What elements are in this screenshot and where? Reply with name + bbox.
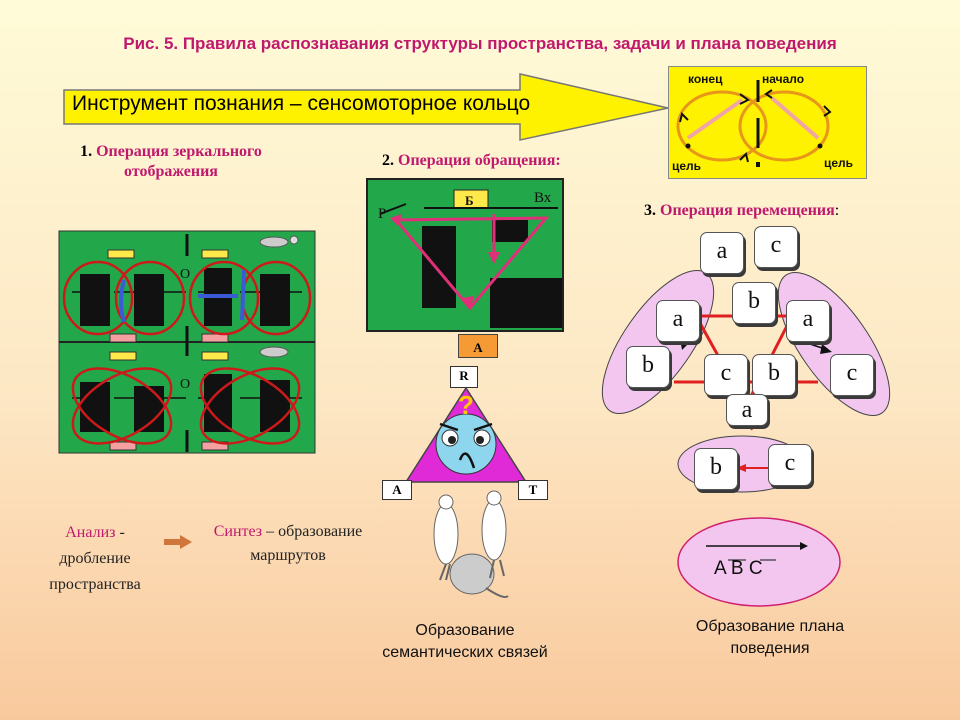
rats-illustration xyxy=(433,490,509,598)
ring-goal-right-label: цель xyxy=(824,156,853,170)
label-b: Б xyxy=(465,193,474,208)
card-c-right: c xyxy=(830,354,874,396)
ring-start-label: начало xyxy=(762,72,804,86)
figure-title: Рис. 5. Правила распознавания структуры … xyxy=(123,34,837,53)
abc-text: A B C xyxy=(714,558,763,579)
card-b-bottom: b xyxy=(694,448,738,490)
label-r-box: R xyxy=(450,366,478,388)
ring-end-label: конец xyxy=(688,72,723,86)
mirror-mapping-diagram: О О xyxy=(58,230,316,454)
op1-heading: 1. Операция зеркального отображения xyxy=(80,143,262,180)
card-b-center: b xyxy=(732,282,776,324)
card-a-bottom: a xyxy=(726,394,768,426)
card-a-right: a xyxy=(786,300,830,342)
synthesis-text: Синтез – образование маршрутов xyxy=(213,523,363,564)
right-ring xyxy=(738,90,830,162)
sensorimotor-ring-diagram: конец начало цель цель xyxy=(668,66,867,179)
abc-oval: A B C xyxy=(677,517,841,607)
card-b-mid: b xyxy=(752,354,796,396)
card-a-top: a xyxy=(700,232,744,274)
o-label-top: О xyxy=(180,267,190,282)
rat-triangle: ? xyxy=(404,386,528,483)
op3-heading: 3. Операция перемещения: xyxy=(644,202,840,219)
label-a-box: А xyxy=(458,334,498,358)
instrument-arrow xyxy=(63,73,669,141)
card-c-bottom: c xyxy=(768,444,812,486)
o-label-bottom: О xyxy=(180,377,190,392)
label-t-box: Т xyxy=(518,480,548,500)
card-c-top: c xyxy=(754,226,798,268)
label-vx: Вх xyxy=(534,190,552,206)
card-c-mid: c xyxy=(704,354,748,396)
inversion-diagram: Р Б Вх xyxy=(366,178,564,332)
analysis-text: Анализ - дробление пространства xyxy=(49,524,141,593)
left-ring xyxy=(676,90,768,162)
analysis-to-synthesis-arrow xyxy=(164,535,192,549)
question-mark: ? xyxy=(458,390,474,420)
ring-goal-left-label: цель xyxy=(672,159,701,173)
label-a2-box: А xyxy=(382,480,412,500)
label-p: Р xyxy=(378,206,386,222)
card-b-left: b xyxy=(626,346,670,388)
op2-heading: 2. Операция обращения: xyxy=(382,152,561,169)
instrument-label: Инструмент познания – сенсомоторное коль… xyxy=(72,92,531,115)
card-a-left: a xyxy=(656,300,700,342)
